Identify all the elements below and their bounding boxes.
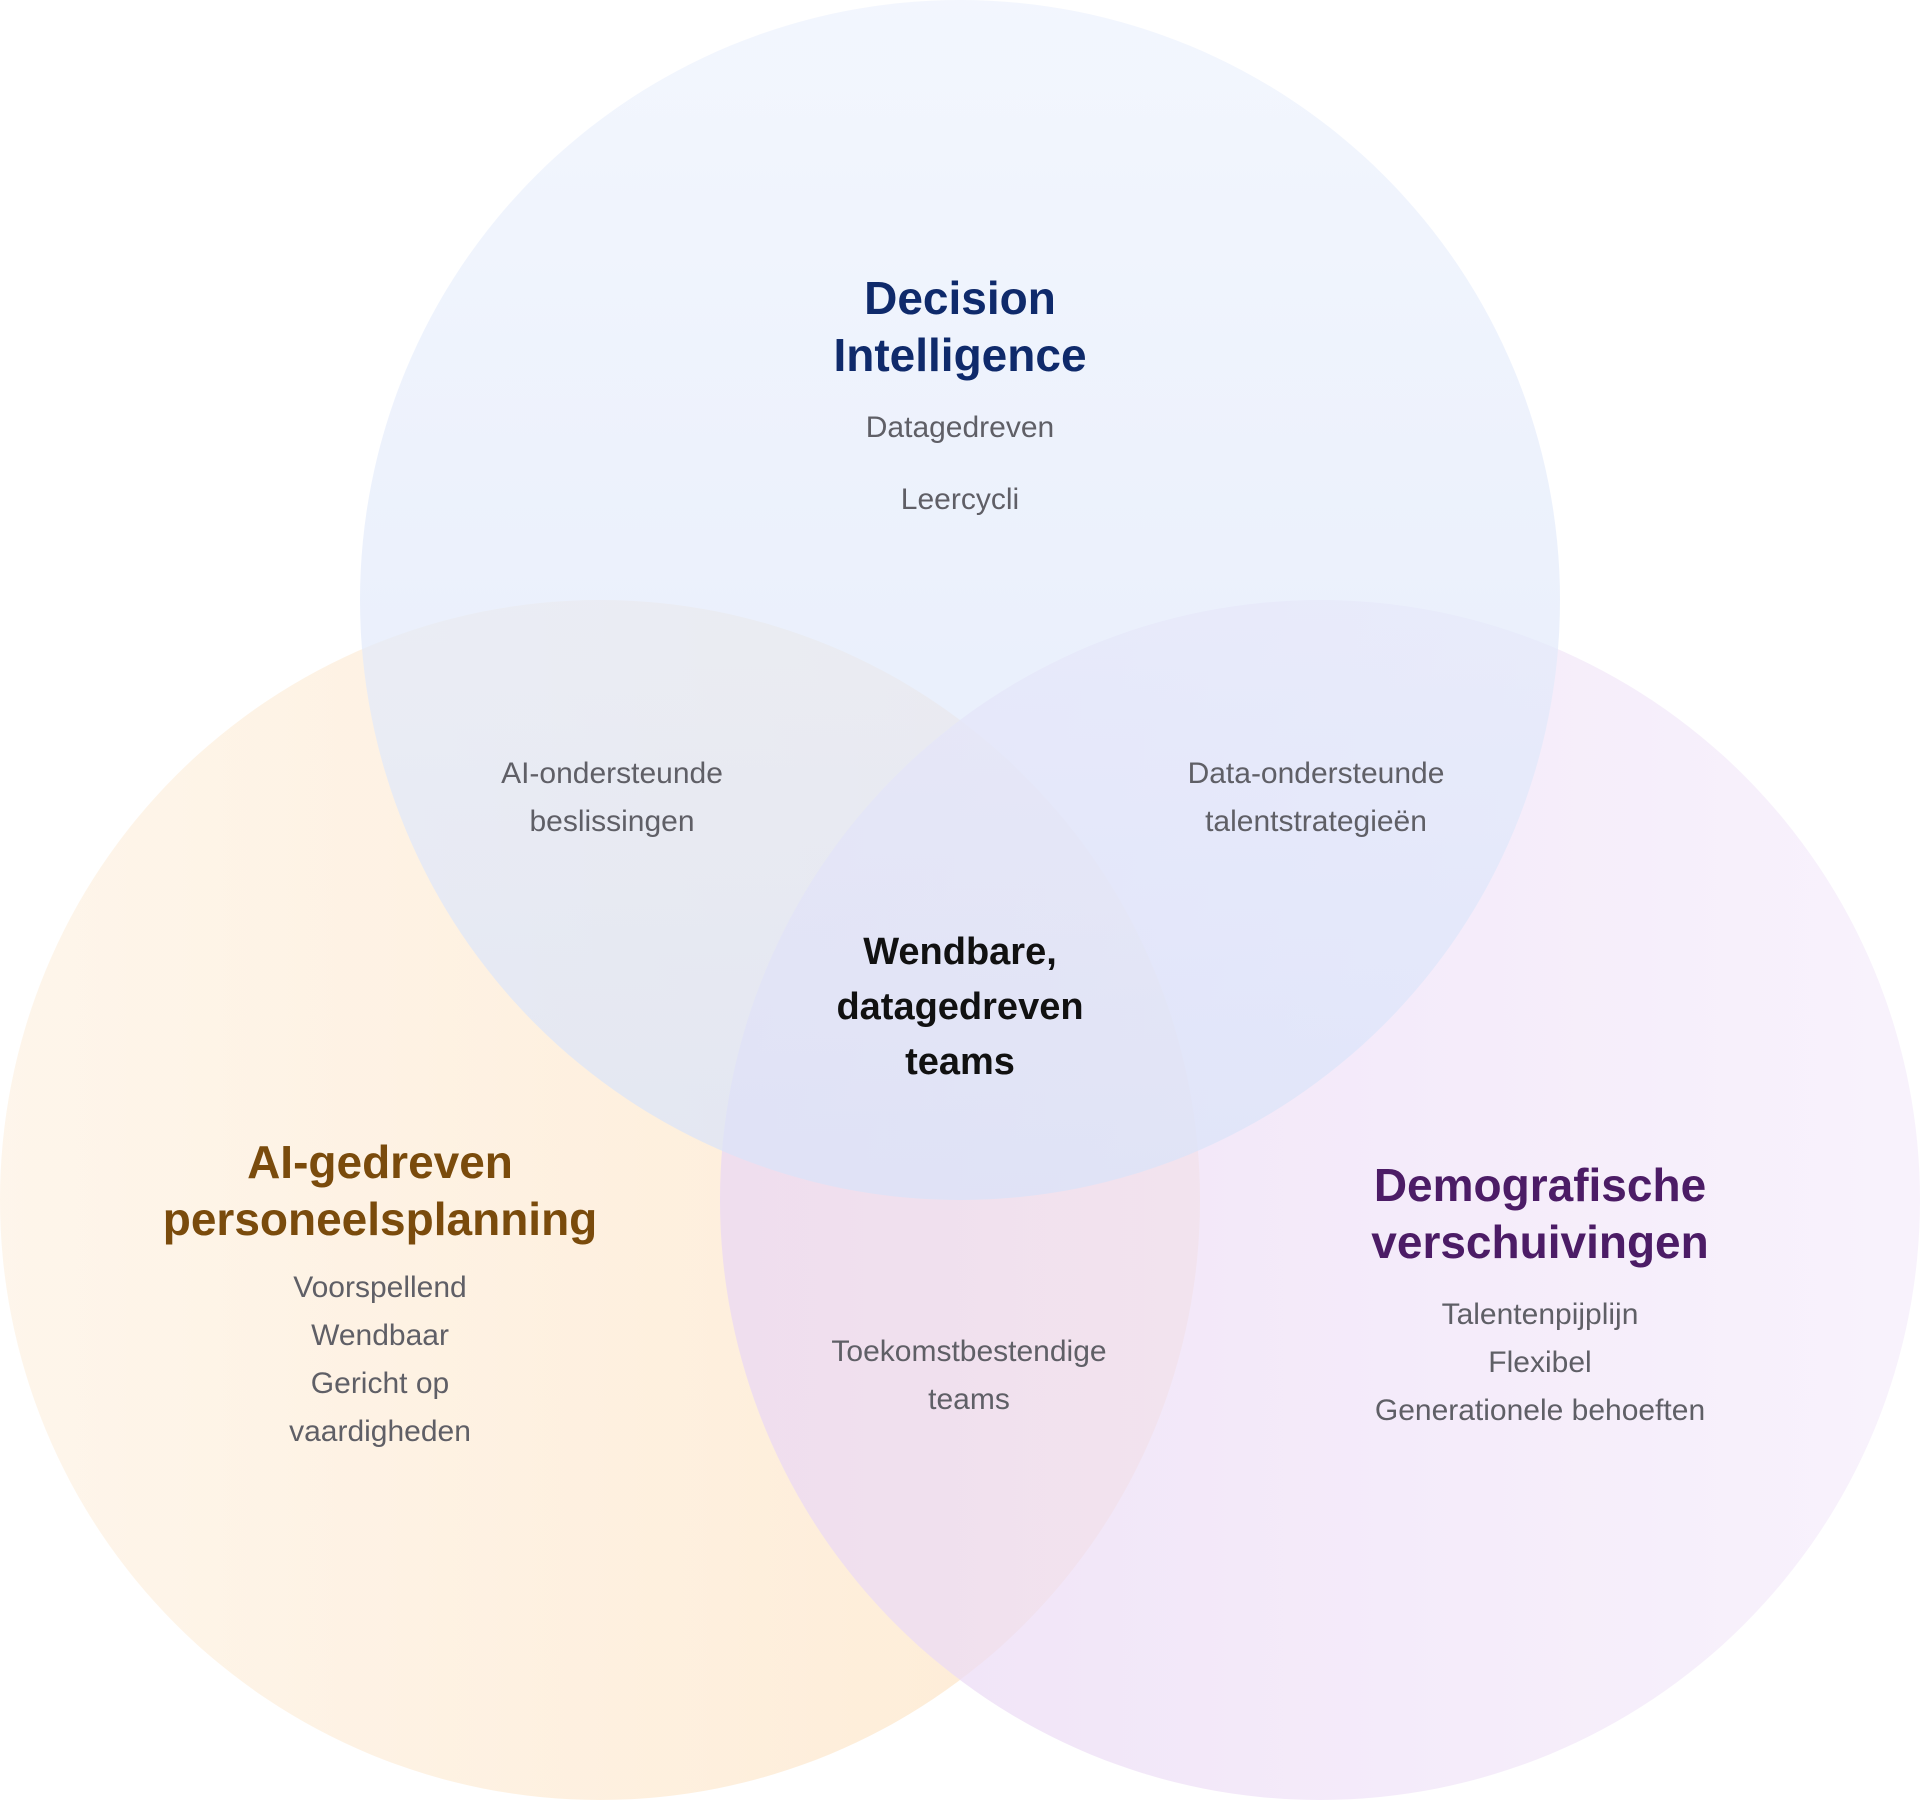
- ai-workforce-planning-item: vaardigheden: [289, 1415, 471, 1448]
- demographic-shifts-title-line1: Demografische: [1373, 1159, 1707, 1211]
- overlap-top-left-line: beslissingen: [529, 805, 695, 838]
- decision-intelligence-group: Decision Intelligence Datagedreven Leerc…: [833, 270, 1086, 536]
- circle-decision-intelligence: [360, 0, 1560, 1200]
- demographic-shifts-item: Flexibel: [1488, 1346, 1592, 1379]
- demographic-shifts-item: Generationele behoeften: [1374, 1394, 1706, 1427]
- ai-workforce-planning-title-line1: AI-gedreven: [247, 1136, 513, 1188]
- decision-intelligence-title-line2: Intelligence: [833, 329, 1087, 381]
- overlap-top-right: Data-ondersteunde talentstrategieën: [1188, 750, 1445, 846]
- center-line: Wendbare,: [863, 931, 1057, 973]
- overlap-left-right-line: Toekomstbestendige: [831, 1335, 1107, 1368]
- overlap-left-right: Toekomstbestendige teams: [831, 1328, 1106, 1424]
- ai-workforce-planning-item: Wendbaar: [311, 1319, 449, 1352]
- center-line: datagedreven: [836, 986, 1084, 1028]
- overlap-top-left: AI-ondersteunde beslissingen: [501, 750, 723, 846]
- center-line: teams: [905, 1041, 1015, 1083]
- overlap-top-right-line: Data-ondersteunde: [1187, 757, 1445, 790]
- decision-intelligence-title-line1: Decision: [864, 272, 1056, 324]
- center-intersection: Wendbare, datagedreven teams: [836, 925, 1083, 1090]
- decision-intelligence-item: Datagedreven: [865, 411, 1055, 444]
- decision-intelligence-item: Leercycli: [900, 483, 1020, 516]
- ai-workforce-planning-title-line2: personeelsplanning: [162, 1193, 598, 1245]
- overlap-left-right-line: teams: [928, 1383, 1010, 1416]
- ai-workforce-planning-item: Gericht op: [310, 1367, 450, 1400]
- ai-workforce-planning-group: AI-gedreven personeelsplanning Voorspell…: [163, 1134, 598, 1456]
- demographic-shifts-item: Talentenpijplijn: [1441, 1298, 1639, 1331]
- ai-workforce-planning-item: Voorspellend: [293, 1271, 467, 1304]
- demographic-shifts-title-line2: verschuivingen: [1371, 1216, 1709, 1268]
- overlap-top-right-line: talentstrategieën: [1205, 805, 1427, 838]
- demographic-shifts-group: Demografische verschuivingen Talentenpij…: [1371, 1157, 1708, 1435]
- overlap-top-left-line: AI-ondersteunde: [501, 757, 723, 790]
